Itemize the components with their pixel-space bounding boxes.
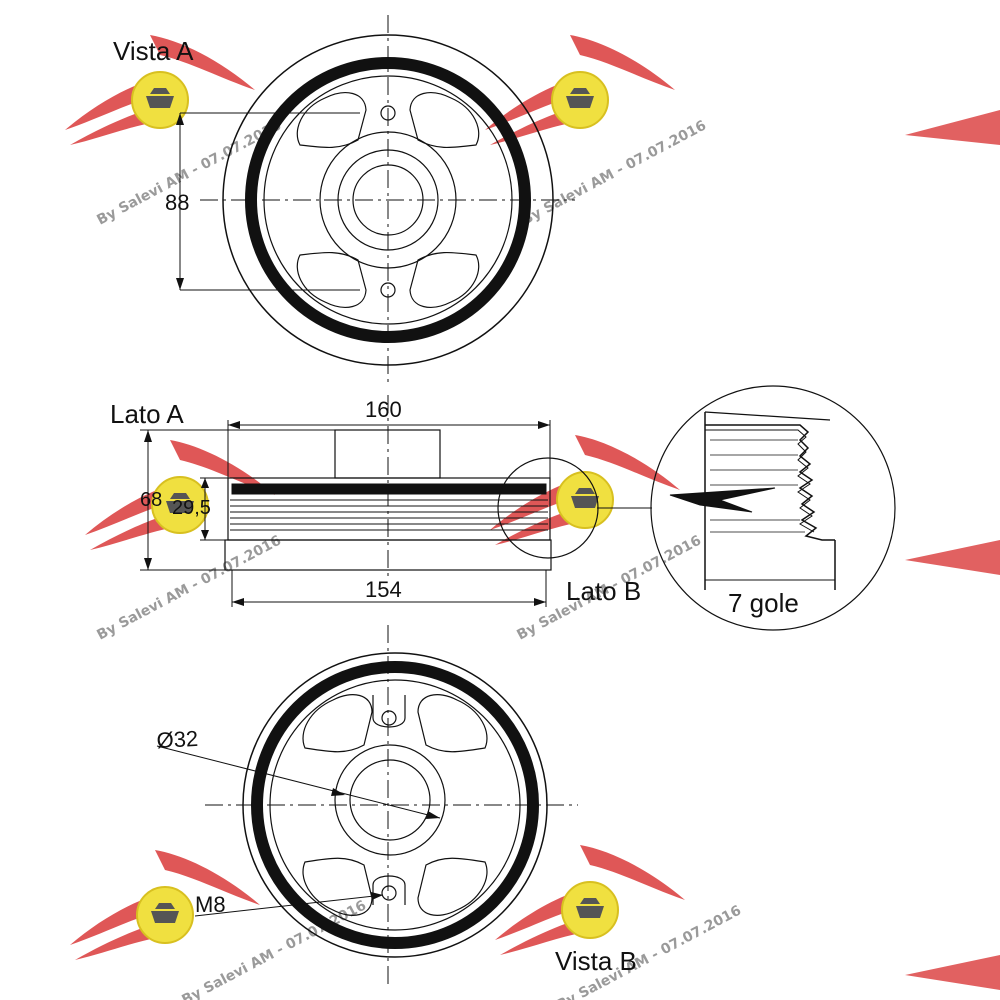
- watermark-text: By Salevi AM - 07.07.2016: [94, 533, 284, 644]
- dim-total-width: 68: [140, 489, 162, 511]
- dim-belt-width: 29,5: [172, 497, 211, 519]
- dim-hub-diameter: 154: [365, 577, 402, 602]
- view-a-drawing: [176, 15, 575, 385]
- watermark-mid-left: By Salevi AM - 07.07.2016: [84, 439, 284, 644]
- side-view-drawing: [140, 395, 652, 607]
- dim-bore: Ø32: [156, 726, 199, 753]
- watermark-mid-right: By Salevi AM - 07.07.2016: [489, 434, 704, 644]
- view-a-label: Vista A: [113, 36, 194, 66]
- view-b-label: Vista B: [555, 946, 637, 976]
- watermark-bottom-right: By Salevi AM - 07.07.2016: [494, 844, 744, 1000]
- side-a-label: Lato A: [110, 399, 184, 429]
- view-b-drawing: [156, 625, 578, 985]
- watermark-text: By Salevi AM - 07.07.2016: [519, 118, 709, 229]
- side-b-label: Lato B: [566, 576, 641, 606]
- dim-thread: M8: [195, 892, 226, 917]
- groove-detail-drawing: [650, 385, 896, 631]
- dim-bolt-spacing: 88: [165, 190, 189, 215]
- dim-outer-diameter: 160: [365, 397, 402, 422]
- grooves-label: 7 gole: [728, 588, 799, 618]
